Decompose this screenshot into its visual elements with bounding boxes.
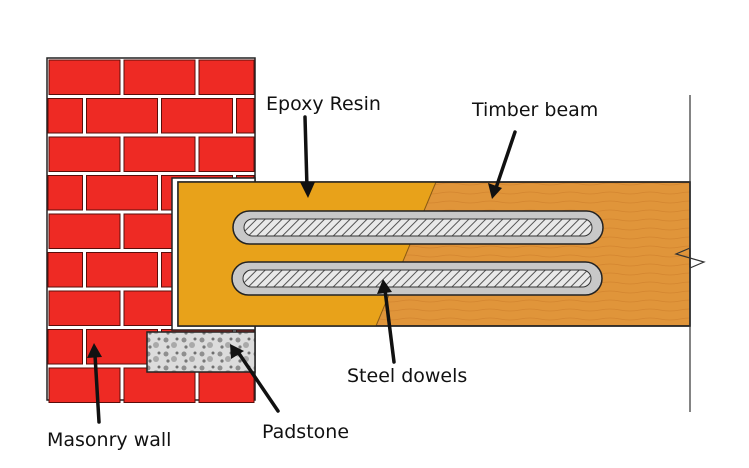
- masonry-wall-label: Masonry wall: [47, 429, 172, 451]
- brick: [123, 367, 196, 403]
- brick: [86, 252, 158, 288]
- brick: [198, 367, 255, 403]
- brick: [86, 175, 158, 211]
- brick: [86, 98, 158, 134]
- masonry-arrow: [93, 353, 101, 424]
- brick: [123, 136, 196, 172]
- dowel-arrowhead: [377, 279, 392, 294]
- brick: [47, 175, 83, 211]
- brick: [198, 59, 255, 95]
- brick: [48, 59, 121, 95]
- brick: [86, 329, 158, 365]
- epoxy-resin-label: Epoxy Resin: [266, 93, 381, 115]
- epoxy-arrow: [303, 115, 309, 190]
- timber-beam-label: Timber beam: [472, 99, 599, 121]
- steel-dowel-lower: [231, 261, 603, 296]
- steel-dowel-upper: [232, 210, 604, 245]
- break-line: [674, 95, 706, 412]
- brick: [48, 290, 121, 326]
- brick: [123, 59, 196, 95]
- brick: [236, 98, 255, 134]
- masonry-arrowhead: [87, 343, 102, 358]
- timber-arrowhead: [488, 183, 502, 199]
- brick: [161, 98, 233, 134]
- timber-arrow: [494, 130, 517, 190]
- brick: [198, 136, 255, 172]
- dowel-arrow: [383, 288, 396, 364]
- epoxy-arrowhead: [300, 182, 315, 198]
- timber-beam-body: [177, 181, 691, 327]
- brick: [48, 136, 121, 172]
- brick: [47, 329, 83, 365]
- brick: [47, 252, 83, 288]
- brick: [48, 213, 121, 249]
- steel-dowels-label: Steel dowels: [347, 365, 468, 387]
- padstone-arrowhead: [230, 344, 244, 359]
- padstone-arrow: [236, 350, 280, 413]
- brick: [48, 367, 121, 403]
- padstone-label: Padstone: [262, 421, 350, 443]
- brick: [47, 98, 83, 134]
